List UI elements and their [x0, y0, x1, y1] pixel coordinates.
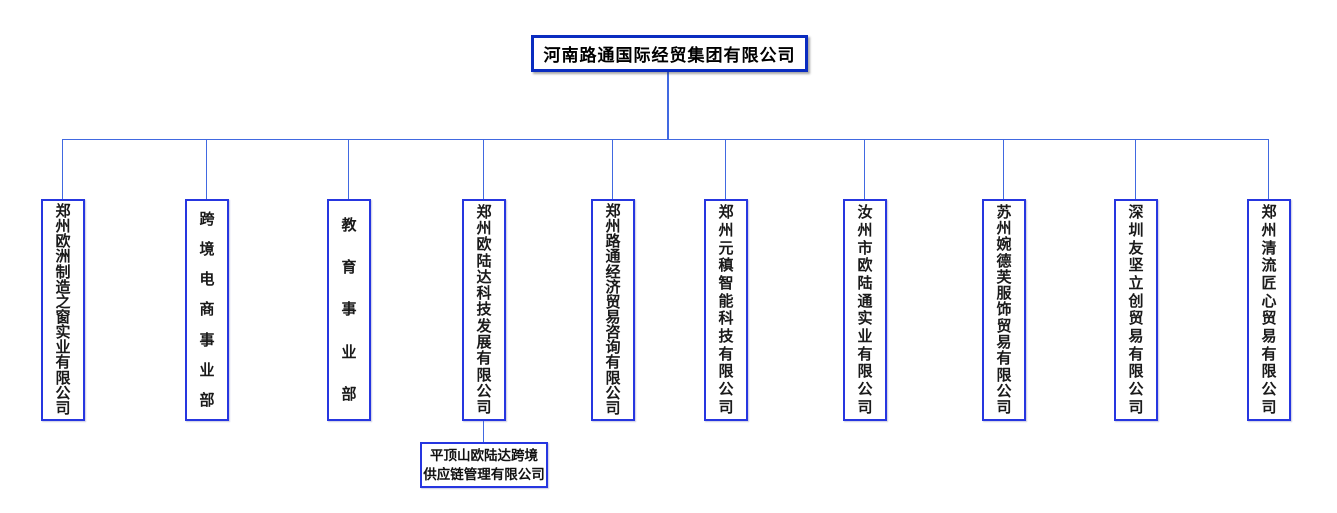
org-node-subsidiary-2: 跨境电商事业部: [185, 199, 229, 421]
connector-stub: [612, 139, 613, 199]
connector-stub: [1268, 139, 1269, 199]
org-node-label: 郑州欧陆达科技发展有限公司: [476, 203, 492, 417]
org-node-label: 跨境电商事业部: [199, 210, 215, 410]
org-node-subsidiary-6: 郑州元稹智能科技有限公司: [704, 199, 748, 421]
org-node-subsidiary-1: 郑州欧洲制造之窗实业有限公司: [41, 199, 85, 421]
connector-stub: [483, 139, 484, 199]
org-node-grandchild: 平顶山欧陆达跨境 供应链管理有限公司: [420, 442, 548, 488]
org-node-subsidiary-3: 教育事业部: [327, 199, 371, 421]
org-node-subsidiary-4: 郑州欧陆达科技发展有限公司: [462, 199, 506, 421]
org-node-subsidiary-7: 汝州市欧陆通实业有限公司: [843, 199, 887, 421]
connector-stub: [62, 139, 63, 199]
connector-stub: [1003, 139, 1004, 199]
connector-stub: [206, 139, 207, 199]
connector-stub: [348, 139, 349, 199]
connector-root-stem: [667, 71, 669, 140]
org-node-grandchild-line1: 平顶山欧陆达跨境: [430, 448, 538, 463]
org-node-label: 教育事业部: [341, 216, 357, 404]
org-node-label: 郑州欧洲制造之窗实业有限公司: [55, 203, 71, 417]
org-node-subsidiary-10: 郑州清流匠心贸易有限公司: [1247, 199, 1291, 421]
org-node-label: 郑州清流匠心贸易有限公司: [1261, 204, 1277, 416]
connector-stub: [725, 139, 726, 199]
connector-grandchild-stem: [483, 421, 484, 442]
org-node-label: 郑州路通经济贸易咨询有限公司: [605, 203, 621, 417]
org-node-subsidiary-9: 深圳友坚立创贸易有限公司: [1114, 199, 1158, 421]
org-node-grandchild-line2: 供应链管理有限公司: [423, 467, 545, 482]
connector-stub: [864, 139, 865, 199]
org-node-label: 汝州市欧陆通实业有限公司: [857, 204, 873, 416]
org-node-label: 苏州婉德芙服饰贸易有限公司: [996, 203, 1012, 417]
connector-stub: [1135, 139, 1136, 199]
connector-horizontal-rail: [62, 139, 1269, 140]
org-node-root: 河南路通国际经贸集团有限公司: [531, 35, 808, 72]
org-node-label: 郑州元稹智能科技有限公司: [718, 204, 734, 416]
org-node-subsidiary-8: 苏州婉德芙服饰贸易有限公司: [982, 199, 1026, 421]
org-node-label: 深圳友坚立创贸易有限公司: [1128, 204, 1144, 416]
org-node-root-label: 河南路通国际经贸集团有限公司: [543, 46, 796, 65]
org-node-subsidiary-5: 郑州路通经济贸易咨询有限公司: [591, 199, 635, 421]
